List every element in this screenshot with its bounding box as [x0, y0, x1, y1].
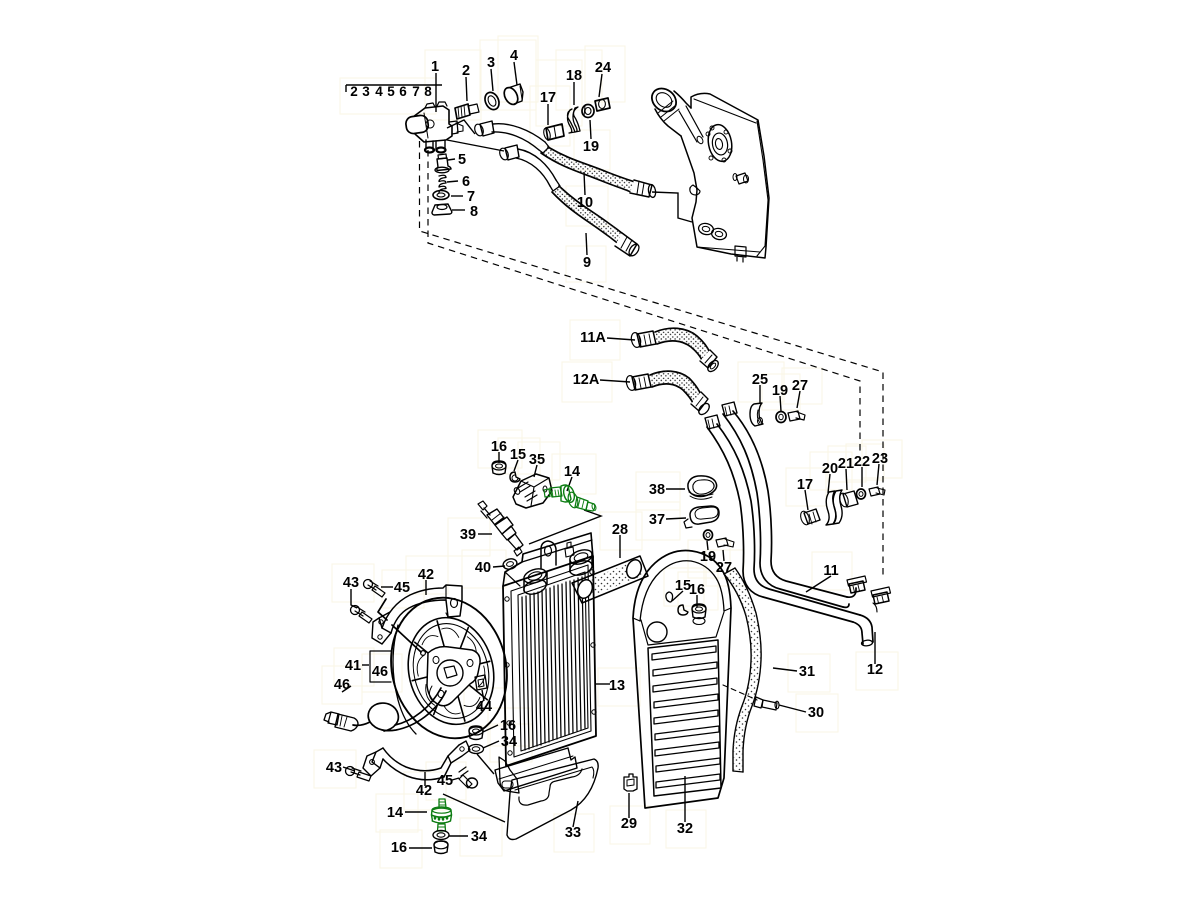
svg-text:7: 7: [467, 189, 475, 205]
svg-text:18: 18: [566, 68, 582, 84]
svg-text:15: 15: [510, 447, 526, 463]
svg-text:12: 12: [867, 662, 883, 678]
svg-text:19: 19: [700, 549, 716, 565]
svg-text:2: 2: [350, 84, 358, 99]
svg-text:10: 10: [577, 195, 593, 211]
svg-text:7: 7: [412, 84, 420, 99]
svg-text:30: 30: [808, 705, 824, 721]
svg-text:35: 35: [529, 452, 545, 468]
svg-text:16: 16: [491, 439, 507, 455]
svg-text:29: 29: [621, 816, 637, 832]
svg-text:45: 45: [394, 580, 410, 596]
svg-text:16: 16: [689, 582, 705, 598]
svg-text:32: 32: [677, 821, 693, 837]
svg-text:4: 4: [375, 84, 383, 99]
svg-text:8: 8: [470, 204, 478, 220]
svg-text:27: 27: [792, 378, 808, 394]
svg-text:46: 46: [372, 664, 388, 680]
svg-text:27: 27: [716, 560, 732, 576]
svg-text:5: 5: [458, 152, 466, 168]
svg-text:25: 25: [752, 372, 768, 388]
svg-text:17: 17: [797, 477, 813, 493]
svg-text:46: 46: [334, 677, 350, 693]
svg-text:2: 2: [462, 63, 470, 79]
svg-text:43: 43: [326, 760, 342, 776]
svg-text:5: 5: [387, 84, 395, 99]
svg-text:28: 28: [612, 522, 628, 538]
svg-text:33: 33: [565, 825, 581, 841]
svg-text:22: 22: [854, 454, 870, 470]
svg-text:14: 14: [564, 464, 580, 480]
svg-text:24: 24: [595, 60, 611, 76]
svg-text:34: 34: [471, 829, 487, 845]
svg-text:44: 44: [476, 699, 492, 715]
svg-text:17: 17: [540, 90, 556, 106]
svg-text:45: 45: [437, 773, 453, 789]
svg-text:14: 14: [387, 805, 403, 821]
svg-text:38: 38: [649, 482, 665, 498]
svg-text:11A: 11A: [580, 330, 606, 346]
svg-text:15: 15: [675, 578, 691, 594]
svg-text:9: 9: [583, 255, 591, 271]
svg-text:42: 42: [416, 783, 432, 799]
svg-text:3: 3: [487, 55, 495, 71]
svg-text:16: 16: [391, 840, 407, 856]
svg-text:16: 16: [500, 718, 516, 734]
svg-text:12A: 12A: [573, 372, 600, 388]
svg-text:20: 20: [822, 461, 838, 477]
svg-text:4: 4: [510, 48, 518, 64]
svg-text:6: 6: [399, 84, 407, 99]
svg-text:8: 8: [424, 84, 432, 99]
svg-text:37: 37: [649, 512, 665, 528]
svg-text:42: 42: [418, 567, 434, 583]
svg-text:43: 43: [343, 575, 359, 591]
svg-text:21: 21: [838, 456, 854, 472]
svg-text:19: 19: [583, 139, 599, 155]
svg-text:41: 41: [345, 658, 361, 674]
svg-text:11: 11: [823, 563, 838, 579]
svg-text:39: 39: [460, 527, 476, 543]
svg-text:40: 40: [475, 560, 491, 576]
svg-text:19: 19: [772, 383, 788, 399]
svg-text:31: 31: [799, 664, 815, 680]
svg-text:1: 1: [431, 59, 439, 75]
svg-text:13: 13: [609, 678, 625, 694]
svg-text:34: 34: [501, 734, 517, 750]
svg-text:23: 23: [872, 451, 888, 467]
svg-text:3: 3: [362, 84, 370, 99]
svg-text:6: 6: [462, 174, 470, 190]
